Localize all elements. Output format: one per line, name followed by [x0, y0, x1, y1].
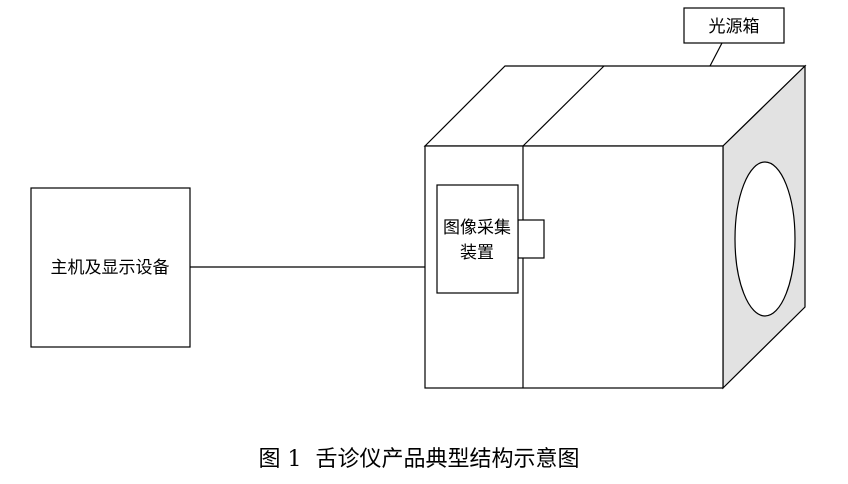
light-box-label-box [683, 7, 785, 44]
image-acquisition-box [436, 184, 519, 294]
image-acquisition-label-line2: 装置 [460, 243, 494, 263]
camera-lens [517, 219, 545, 259]
cabinet-top-divider [522, 65, 605, 147]
light-box-callout: 光源箱 [683, 7, 785, 67]
light-box-label: 光源箱 [709, 17, 760, 37]
image-acquisition-node: 图像采集 装置 [436, 184, 545, 294]
host-device-box [30, 187, 191, 348]
callout-leader-line [709, 42, 723, 67]
host-device-node: 主机及显示设备 [30, 187, 191, 348]
figure-caption: 图 1 舌诊仪产品典型结构示意图 [259, 447, 580, 472]
light-opening [734, 161, 796, 317]
image-acquisition-label-line1: 图像采集 [443, 218, 511, 238]
host-device-label: 主机及显示设备 [51, 258, 170, 278]
